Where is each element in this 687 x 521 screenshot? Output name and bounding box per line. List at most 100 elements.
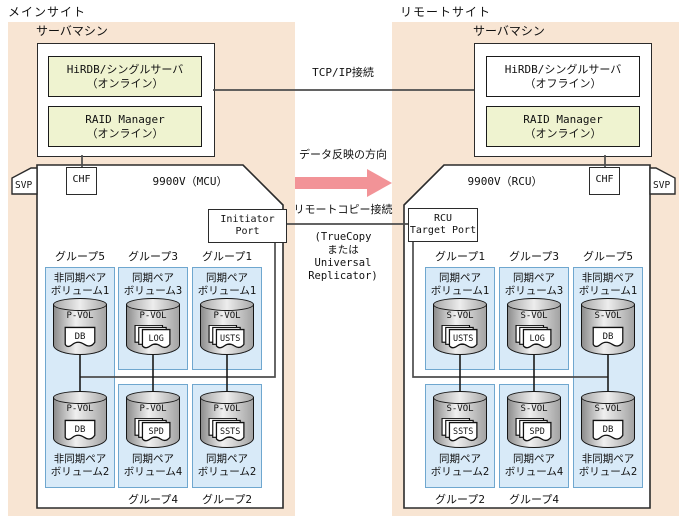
volume-label: 非同期ペア ボリューム2: [46, 453, 114, 479]
remote-copy-label: リモートコピー接続: [293, 203, 393, 216]
svg-text:SSTS: SSTS: [453, 426, 473, 436]
cylinder-top: [507, 298, 561, 311]
volume-label-line2: ボリューム3: [123, 285, 183, 297]
remote-copy-note: (TrueCopy または Universal Replicator): [287, 231, 399, 283]
document-stack-icon: USTS: [208, 325, 245, 349]
db-cylinder-icon: S-VOL SSTS: [433, 391, 487, 449]
document-icon: DB: [64, 326, 96, 348]
volume-label-line1: 同期ペア: [206, 453, 248, 465]
volume-label-line2: ボリューム1: [578, 285, 638, 297]
remote-server-label: サーバマシン: [473, 24, 545, 38]
document-icon: DB: [592, 326, 624, 348]
volume-role-label: S-VOL: [594, 311, 622, 321]
volume-role-label: P-VOL: [213, 404, 241, 414]
volume-label-line2: ボリューム1: [430, 285, 490, 297]
volume-label: 同期ペア ボリューム3: [500, 272, 568, 298]
volume-label: 同期ペア ボリューム4: [119, 453, 187, 479]
volume-label-line2: ボリューム4: [123, 466, 183, 478]
volume-label-line2: ボリューム1: [197, 285, 257, 297]
remote-group-label-5: グループ5: [583, 250, 633, 263]
remote-site-label: リモートサイト: [400, 5, 492, 19]
volume-label-line1: 同期ペア: [439, 272, 481, 284]
db-cylinder-icon: S-VOL USTS: [433, 298, 487, 356]
remote-group1-cell: 同期ペア ボリューム1 S-VOL USTS: [425, 267, 495, 370]
main-site-label: メインサイト: [8, 5, 87, 19]
svg-text:SPD: SPD: [530, 426, 545, 436]
remote-group-label-2: グループ2: [435, 493, 485, 506]
main-group5-cell: 非同期ペア ボリューム1 P-VOL DB P-VOL DB 非同期ペア ボリュ…: [45, 267, 115, 488]
cylinder-top: [53, 391, 107, 404]
main-group-label-1: グループ1: [202, 250, 252, 263]
main-group1-cell: 同期ペア ボリューム1 P-VOL USTS: [192, 267, 262, 370]
main-server-label: サーバマシン: [36, 24, 108, 38]
volume-label-line1: 非同期ペア: [581, 272, 635, 284]
db-cylinder-icon: S-VOL DB: [581, 298, 635, 356]
volume-role-label: S-VOL: [446, 311, 474, 321]
document-stack-icon: SPD: [515, 418, 552, 442]
main-port-line1: Initiator: [220, 214, 275, 225]
volume-label-line1: 同期ペア: [132, 453, 174, 465]
volume-label: 同期ペア ボリューム1: [426, 272, 494, 298]
svg-text:USTS: USTS: [220, 333, 240, 343]
volume-label: 同期ペア ボリューム4: [500, 453, 568, 479]
svg-text:SSTS: SSTS: [220, 426, 240, 436]
cylinder-top: [581, 391, 635, 404]
volume-label: 非同期ペア ボリューム2: [574, 453, 642, 479]
tcp-connection-label: TCP/IP接続: [312, 66, 374, 79]
svg-text:DB: DB: [75, 332, 86, 342]
main-chf-box: CHF: [66, 167, 97, 195]
db-cylinder-icon: P-VOL DB: [53, 391, 107, 449]
document-stack-icon: SPD: [134, 418, 171, 442]
volume-label-line1: 非同期ペア: [53, 272, 107, 284]
volume-label-line1: 同期ペア: [439, 453, 481, 465]
volume-label-line2: ボリューム2: [578, 466, 638, 478]
main-initiator-port-box: Initiator Port: [208, 209, 287, 243]
svg-text:USTS: USTS: [453, 333, 473, 343]
volume-label: 同期ペア ボリューム2: [426, 453, 494, 479]
data-flow-label: データ反映の方向: [299, 148, 387, 161]
volume-role-label: P-VOL: [139, 311, 167, 321]
db-cylinder-icon: S-VOL SPD: [507, 391, 561, 449]
volume-label: 非同期ペア ボリューム1: [574, 272, 642, 298]
remote-group-label-1: グループ1: [435, 250, 485, 263]
volume-role-label: P-VOL: [213, 311, 241, 321]
cylinder-top: [200, 391, 254, 404]
volume-label-line1: 同期ペア: [206, 272, 248, 284]
document-stack-icon: SSTS: [208, 418, 245, 442]
volume-label: 同期ペア ボリューム2: [193, 453, 261, 479]
main-port-line2: Port: [235, 226, 260, 237]
main-group4-cell: P-VOL SPD 同期ペア ボリューム4: [118, 384, 188, 488]
db-cylinder-icon: P-VOL SPD: [126, 391, 180, 449]
volume-role-label: P-VOL: [66, 311, 94, 321]
svg-text:LOG: LOG: [530, 333, 545, 343]
remote-group-label-3: グループ3: [509, 250, 559, 263]
main-raid-box: RAID Manager （オンライン）: [48, 106, 202, 147]
main-raid-line1: RAID Manager: [85, 112, 165, 126]
volume-label: 同期ペア ボリューム3: [119, 272, 187, 298]
document-stack-icon: LOG: [515, 325, 552, 349]
volume-label-line1: 同期ペア: [513, 272, 555, 284]
remote-copy-note-line1: (TrueCopy: [314, 231, 372, 243]
db-cylinder-icon: S-VOL DB: [581, 391, 635, 449]
remote-group4-cell: S-VOL SPD 同期ペア ボリューム4: [499, 384, 569, 488]
remote-group3-cell: 同期ペア ボリューム3 S-VOL LOG: [499, 267, 569, 370]
main-group-label-3: グループ3: [128, 250, 178, 263]
document-stack-icon: USTS: [441, 325, 478, 349]
remote-raid-box: RAID Manager （オンライン）: [486, 106, 640, 147]
volume-label-line2: ボリューム2: [50, 466, 110, 478]
svg-text:SPD: SPD: [149, 426, 164, 436]
main-group3-cell: 同期ペア ボリューム3 P-VOL LOG: [118, 267, 188, 370]
document-stack-icon: LOG: [134, 325, 171, 349]
cylinder-top: [433, 298, 487, 311]
svg-text:DB: DB: [603, 332, 614, 342]
volume-role-label: S-VOL: [594, 404, 622, 414]
volume-label-line1: 非同期ペア: [581, 453, 635, 465]
remote-group2-cell: S-VOL SSTS 同期ペア ボリューム2: [425, 384, 495, 488]
data-flow-arrow-icon: [295, 169, 392, 197]
cylinder-top: [53, 298, 107, 311]
volume-label-line2: ボリューム4: [504, 466, 564, 478]
main-group-label-4: グループ4: [128, 493, 178, 506]
volume-label: 非同期ペア ボリューム1: [46, 272, 114, 298]
volume-label-line2: ボリューム3: [504, 285, 564, 297]
volume-label-line1: 非同期ペア: [53, 453, 107, 465]
